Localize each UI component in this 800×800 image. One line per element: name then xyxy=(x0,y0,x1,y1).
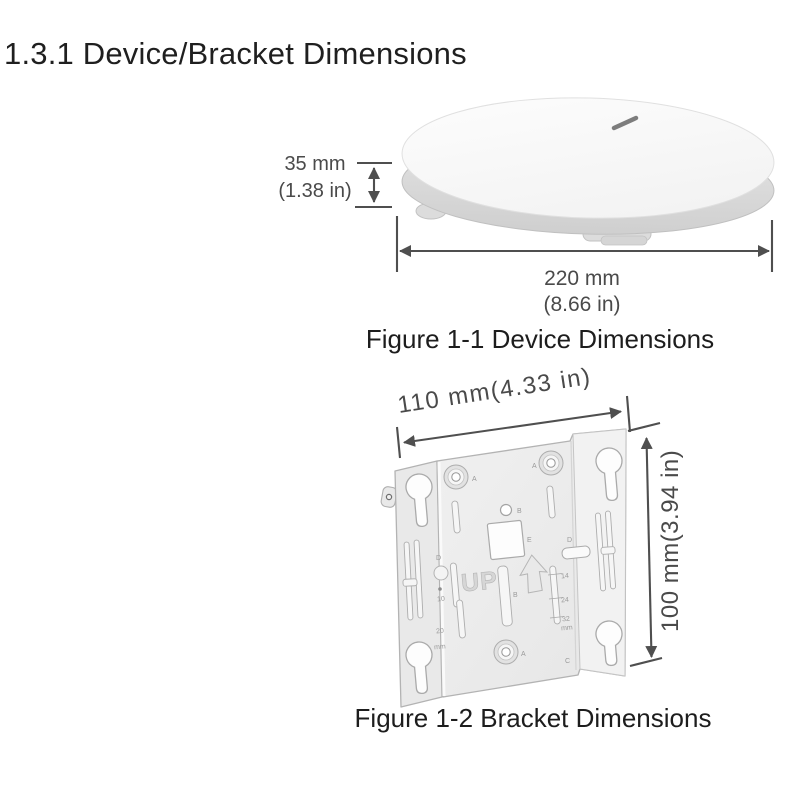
device-diameter-in: (8.66 in) xyxy=(543,293,621,316)
up-arrow-icon xyxy=(519,554,549,594)
keyhole-slot-top-left xyxy=(405,473,433,528)
label-c: C xyxy=(565,658,570,665)
screw-hole-a2 xyxy=(538,450,564,476)
pin-hole-b xyxy=(499,503,513,517)
flange-slot-notch xyxy=(402,578,418,587)
bracket-height-label: 100 mm(3.94 in) xyxy=(657,450,684,632)
label-d-left: D xyxy=(436,555,441,562)
keyhole-slot-bottom-left xyxy=(405,641,433,695)
scale-24: 24 xyxy=(561,597,569,605)
slot-below-a2 xyxy=(546,485,556,519)
device-led-slot xyxy=(611,115,639,131)
slot-center xyxy=(497,565,513,627)
keyhole-slot-bottom-right xyxy=(595,620,623,667)
bracket-height-dimension: 100 mm(3.94 in) xyxy=(627,421,684,668)
device-diameter-mm: 220 mm xyxy=(544,267,620,290)
wing-slot-notch xyxy=(600,546,616,555)
label-d-right: D xyxy=(567,537,572,544)
slot-scale xyxy=(549,565,561,625)
fold-dot xyxy=(438,587,442,591)
device-height-dimension xyxy=(355,161,392,209)
label-a3: A xyxy=(521,651,526,658)
label-b2: B xyxy=(513,592,518,599)
device-illustration xyxy=(401,97,775,246)
figure1-caption: Figure 1-1 Device Dimensions xyxy=(365,324,715,354)
scale-ticks xyxy=(547,573,565,619)
scale-32: 32 xyxy=(562,616,570,624)
label-b1: B xyxy=(517,508,522,515)
device-diameter-label: 220 mm (8.66 in) xyxy=(482,266,682,318)
fold-notch xyxy=(433,565,449,581)
device-top xyxy=(401,97,775,219)
scale-14: 14 xyxy=(561,573,569,581)
device-diameter-dimension xyxy=(395,216,774,272)
scale-20: 20 xyxy=(436,628,444,636)
label-a1: A xyxy=(472,476,477,483)
device-height-label: 35 mm (1.38 in) xyxy=(262,151,368,205)
square-hole-e xyxy=(486,519,526,561)
label-e: E xyxy=(527,537,532,544)
up-label: UP xyxy=(460,566,499,597)
scale-mm-right: mm xyxy=(561,624,573,632)
scale-mm-left: mm xyxy=(434,643,446,651)
hook-cutout-d xyxy=(561,545,591,560)
slot-below-a1 xyxy=(451,500,461,534)
device-foot-center-pad xyxy=(600,235,648,246)
screw-hole-a3 xyxy=(493,639,519,665)
keyhole-slot-top-right xyxy=(595,447,623,502)
slot-left-lower xyxy=(456,599,466,639)
bracket-illustration: UP A A A B B C D D E 10 20 mm 14 24 32 m… xyxy=(380,428,627,708)
section-title: 1.3.1 Device/Bracket Dimensions xyxy=(4,36,467,71)
device-height-mm: 35 mm xyxy=(284,153,346,175)
label-a2: A xyxy=(532,463,537,470)
screw-hole-a1 xyxy=(443,464,469,490)
device-height-in: (1.38 in) xyxy=(278,180,352,202)
scale-10: 10 xyxy=(437,596,445,604)
bracket-width-label: 110 mm(4.33 in) xyxy=(396,363,593,419)
figure2-caption: Figure 1-2 Bracket Dimensions xyxy=(354,703,712,733)
